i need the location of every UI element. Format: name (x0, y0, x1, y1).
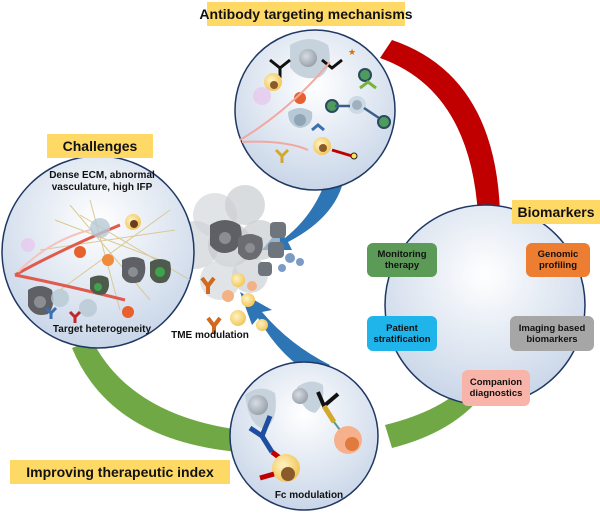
tme-immune-cells (200, 273, 268, 334)
biomarker-label-line1: Genomic (537, 249, 579, 260)
biomarker-label-line1: Companion (469, 377, 523, 388)
title-improving-therapeutic-index: Improving therapeutic index (10, 460, 230, 484)
blue-arrow-bottom (240, 292, 330, 378)
svg-text:★: ★ (348, 47, 356, 57)
biomarker-label-line2: diagnostics (469, 388, 523, 399)
challenges-caption-top: Dense ECM, abnormal vasculature, high IF… (46, 170, 158, 194)
tme-tumor-cluster (171, 185, 304, 300)
biomarker-label-line1: Monitoring (377, 249, 427, 260)
title-challenges: Challenges (47, 134, 153, 158)
red-connector-arc (380, 40, 500, 215)
biomarker-label-line2: profiling (539, 260, 577, 271)
title-antibody-targeting: Antibody targeting mechanisms (199, 2, 413, 26)
fc-modulation-caption: Fc modulation (274, 490, 344, 501)
challenges-circle (1, 155, 195, 349)
fc-modulation-circle (229, 361, 379, 511)
tme-modulation-caption: TME modulation (171, 330, 249, 341)
challenges-caption-line2: vasculature, high IFP (51, 182, 153, 193)
green-connector-arc (72, 340, 240, 452)
biomarker-label-line2: therapy (384, 260, 420, 271)
challenges-caption-line1: Dense ECM, abnormal (49, 170, 155, 181)
biomarker-label-line2: biomarkers (526, 333, 578, 345)
biomarker-label-line1: Imaging based (518, 322, 586, 334)
antibody-targeting-circle: ★ (234, 29, 396, 191)
title-biomarkers: Biomarkers (512, 200, 600, 224)
biomarker-label-line1: Patient (386, 322, 418, 334)
challenges-caption-bottom: Target heterogeneity (52, 324, 152, 335)
biomarker-label-line2: stratification (373, 333, 431, 345)
